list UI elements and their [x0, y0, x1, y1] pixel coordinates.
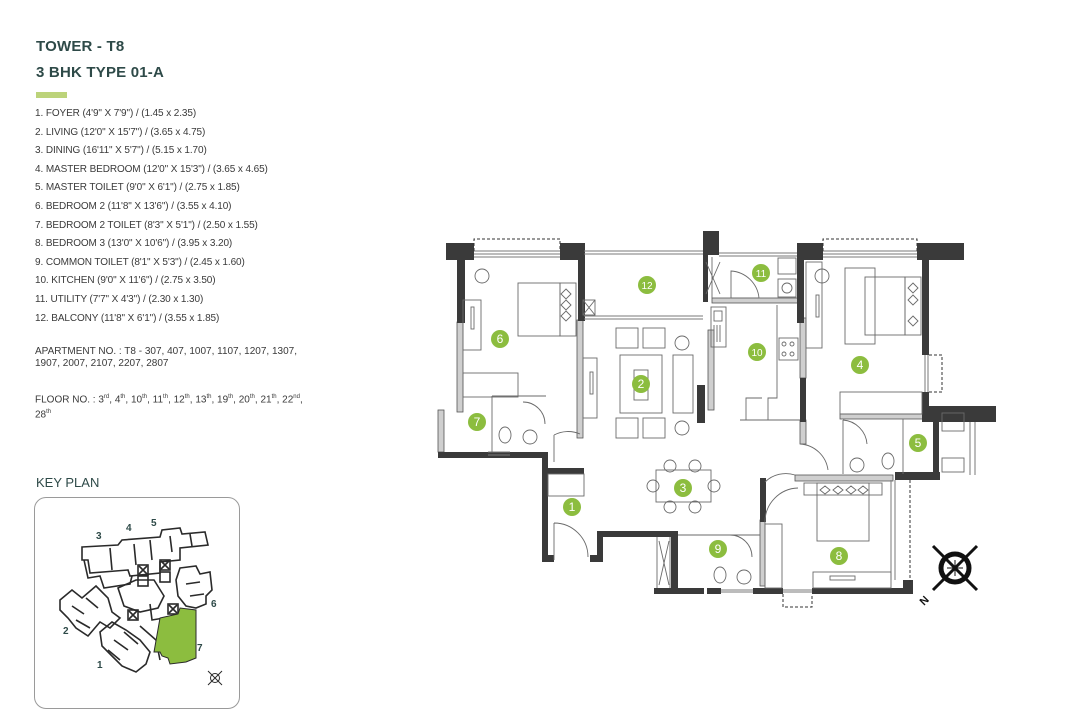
- room-legend: 1. FOYER (4'9" X 7'9") / (1.45 x 2.35) 2…: [35, 107, 268, 330]
- room-legend-item: 10. KITCHEN (9'0" X 11'6") / (2.75 x 3.5…: [35, 275, 216, 287]
- accent-bar: [36, 92, 67, 98]
- room-legend-item: 11. UTILITY (7'7" X 4'3") / (2.30 x 1.30…: [35, 293, 204, 305]
- svg-text:8: 8: [836, 549, 843, 563]
- svg-text:7: 7: [474, 415, 481, 429]
- svg-text:1: 1: [569, 500, 576, 514]
- room-legend-item: 8. BEDROOM 3 (13'0" X 10'6") / (3.95 x 3…: [35, 238, 233, 250]
- room-marker-9: 9: [709, 540, 727, 558]
- svg-text:2: 2: [638, 377, 645, 391]
- north-label: N: [918, 594, 932, 608]
- svg-text:10: 10: [751, 348, 763, 359]
- room-legend-item: 6. BEDROOM 2 (11'8" X 13'6") / (3.55 x 4…: [35, 200, 232, 212]
- room-marker-3: 3: [674, 479, 692, 497]
- room-marker-11: 11: [752, 264, 770, 282]
- room-marker-5: 5: [909, 434, 927, 452]
- svg-text:9: 9: [715, 542, 722, 556]
- room-legend-item: 12. BALCONY (11'8" X 6'1") / (3.55 x 1.8…: [35, 312, 220, 324]
- room-marker-2: 2: [632, 375, 650, 393]
- room-marker-8: 8: [830, 547, 848, 565]
- room-legend-item: 7. BEDROOM 2 TOILET (8'3" X 5'1") / (2.5…: [35, 219, 258, 231]
- unit-type-title: 3 BHK TYPE 01-A: [36, 64, 165, 81]
- room-legend-item: 9. COMMON TOILET (8'1" X 5'3") / (2.45 x…: [35, 256, 245, 268]
- svg-text:4: 4: [857, 358, 864, 372]
- svg-text:6: 6: [497, 332, 504, 346]
- room-marker-1: 1: [563, 498, 581, 516]
- room-marker-10: 10: [748, 343, 766, 361]
- tower-title: TOWER - T8: [36, 38, 125, 55]
- room-legend-item: 3. DINING (16'11" X 5'7") / (5.15 x 1.70…: [35, 145, 207, 157]
- room-marker-12: 12: [638, 276, 656, 294]
- room-marker-4: 4: [851, 356, 869, 374]
- key-plan-title: KEY PLAN: [36, 475, 100, 490]
- north-compass-icon: [931, 544, 979, 592]
- svg-text:11: 11: [756, 269, 767, 280]
- svg-text:3: 3: [680, 481, 687, 495]
- svg-text:12: 12: [641, 281, 653, 292]
- room-marker-7: 7: [468, 413, 486, 431]
- svg-text:5: 5: [915, 436, 922, 450]
- room-marker-6: 6: [491, 330, 509, 348]
- floor-numbers: FLOOR NO. : 3rd, 4th, 10th, 11th, 12th, …: [35, 394, 303, 421]
- room-legend-item: 5. MASTER TOILET (9'0" X 6'1") / (2.75 x…: [35, 182, 240, 194]
- room-legend-item: 4. MASTER BEDROOM (12'0" X 15'3") / (3.6…: [35, 163, 268, 175]
- apartment-numbers: APARTMENT NO. : T8 - 307, 407, 1007, 110…: [35, 346, 298, 369]
- room-legend-item: 2. LIVING (12'0" X 15'7") / (3.65 x 4.75…: [35, 126, 206, 138]
- room-legend-item: 1. FOYER (4'9" X 7'9") / (1.45 x 2.35): [35, 108, 197, 119]
